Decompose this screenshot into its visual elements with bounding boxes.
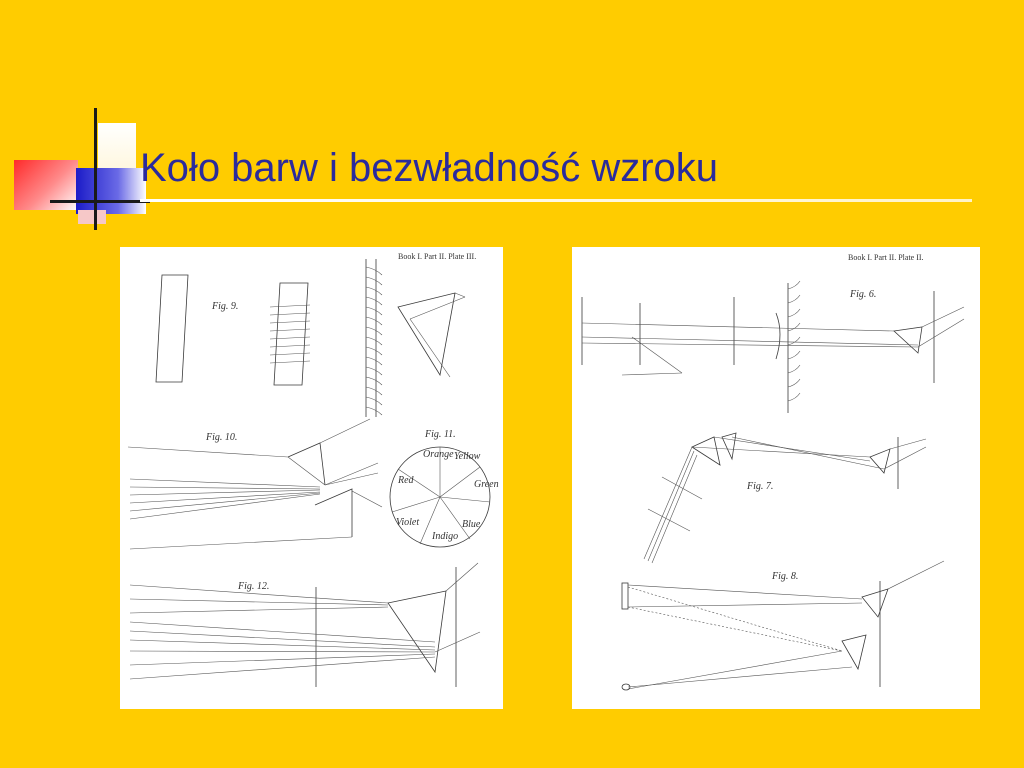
fig-9-label: Fig. 9. [211, 301, 238, 312]
fig-11-color-wheel: Fig. 11. Orange Yellow Green Blue Indigo… [389, 429, 499, 548]
plate-right-header: Book I. Part II. Plate II. [848, 253, 924, 262]
wheel-label-yellow: Yellow [454, 451, 481, 462]
fig-8-label: Fig. 8. [771, 571, 798, 582]
fig-12-diagram: Fig. 12. [129, 562, 481, 687]
fig-7-diagram: Fig. 7. [643, 432, 927, 564]
fig-8-diagram: Fig. 8. [621, 560, 945, 691]
plate-left-header: Book I. Part II. Plate III. [398, 252, 476, 261]
fig-12-label: Fig. 12. [237, 581, 269, 592]
slide-title: Koło barw i bezwładność wzroku [140, 146, 719, 190]
fig-6-diagram: Fig. 6. [581, 280, 965, 413]
fig-9-diagram: Fig. 9. [155, 274, 311, 386]
wheel-label-green: Green [474, 479, 499, 490]
fig-11-label: Fig. 11. [424, 429, 456, 440]
fig-7-label: Fig. 7. [746, 481, 773, 492]
logo-vertical-line [94, 108, 97, 230]
plate-right-drawing: Book I. Part II. Plate II. Fig. 6. [581, 253, 965, 691]
fig-10-diagram: Fig. 10. [127, 418, 383, 550]
wheel-label-red: Red [397, 475, 415, 486]
logo-horizontal-line [50, 200, 150, 203]
wheel-label-blue: Blue [462, 519, 481, 530]
fig-6-label: Fig. 6. [849, 289, 876, 300]
decorative-logo [10, 108, 150, 233]
prism-drawing [397, 292, 466, 378]
plate-left-drawing: Book I. Part II. Plate III. Fig. 9. [127, 252, 499, 687]
fig-10-label: Fig. 10. [205, 432, 237, 443]
plate-left-image: Book I. Part II. Plate III. Fig. 9. [120, 247, 503, 709]
wheel-label-orange: Orange [423, 449, 454, 460]
comb-grating-drawing [365, 259, 383, 417]
wheel-label-violet: Violet [396, 517, 419, 528]
wheel-label-indigo: Indigo [431, 531, 458, 542]
logo-pink-block [78, 210, 106, 224]
logo-blue-block [76, 168, 146, 214]
title-underline [140, 199, 972, 202]
plate-right-image: Book I. Part II. Plate II. Fig. 6. [572, 247, 980, 709]
